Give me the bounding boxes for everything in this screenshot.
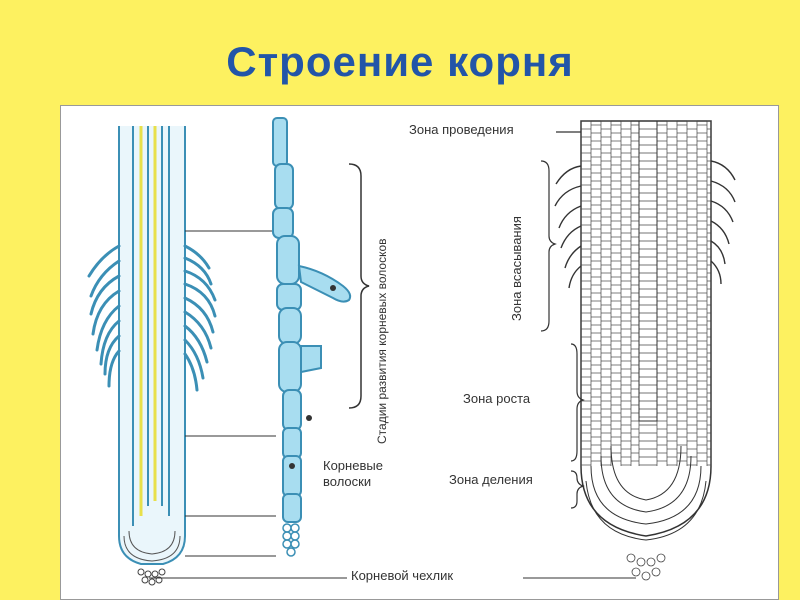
label-root-hairs-line2: волоски	[323, 474, 371, 489]
diagram-panel: Зона проведения Зона всасывания Зона рос…	[60, 105, 779, 600]
label-division-zone: Зона деления	[449, 472, 533, 487]
label-growth-zone: Зона роста	[463, 391, 530, 406]
root-cellular-drawing	[555, 121, 735, 580]
root-longitudinal-drawing	[89, 126, 276, 585]
stages-bracket	[349, 164, 369, 408]
label-root-hair-stages: Стадии развития корневых волосков	[375, 238, 389, 444]
root-structure-diagram	[61, 106, 778, 599]
label-absorption-zone: Зона всасывания	[509, 216, 524, 321]
root-cap-cells-middle	[283, 524, 299, 556]
label-root-cap: Корневой чехлик	[351, 568, 453, 583]
label-root-hairs-line1: Корневые	[323, 458, 383, 473]
zone-brackets	[541, 132, 583, 508]
page-title: Строение корня	[0, 38, 800, 86]
label-conduction-zone: Зона проведения	[409, 122, 514, 137]
